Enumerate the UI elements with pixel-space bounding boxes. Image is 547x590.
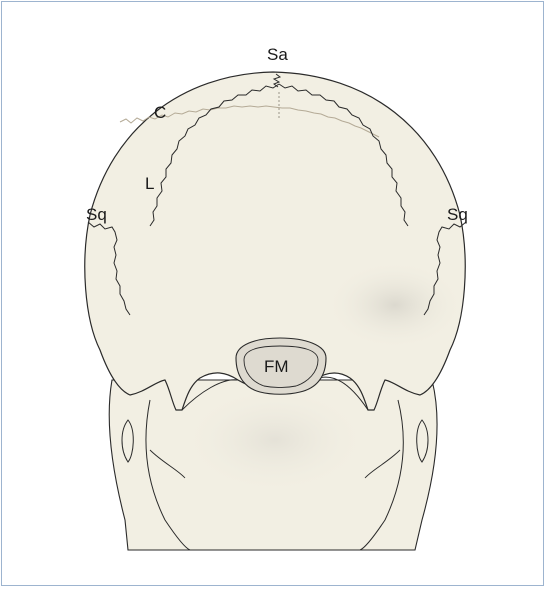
label-squamous-right: Sq (447, 205, 468, 224)
label-squamous-left: Sq (86, 205, 107, 224)
label-sagittal: Sa (267, 45, 288, 64)
shadow-lower-right (325, 260, 465, 350)
label-foramen-magnum: FM (264, 357, 289, 376)
label-lambdoid: L (145, 174, 154, 193)
shadow-mandible (180, 385, 370, 495)
label-coronal: C (154, 103, 166, 122)
